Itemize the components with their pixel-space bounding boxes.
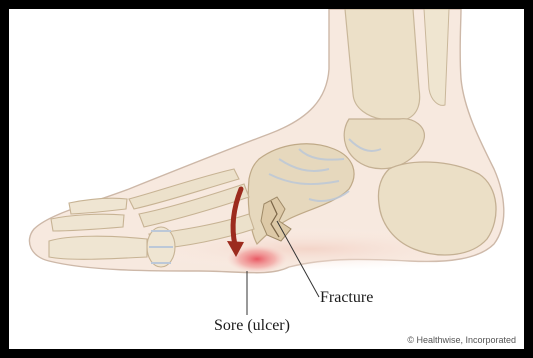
tibia-bone	[345, 9, 420, 119]
copyright-notice: © Healthwise, Incorporated	[407, 335, 516, 345]
illustration-panel: Fracture Sore (ulcer) © Healthwise, Inco…	[9, 9, 524, 349]
sore-ulcer-label: Sore (ulcer)	[214, 317, 290, 335]
foot-illustration	[9, 9, 524, 349]
fracture-label: Fracture	[320, 289, 373, 307]
